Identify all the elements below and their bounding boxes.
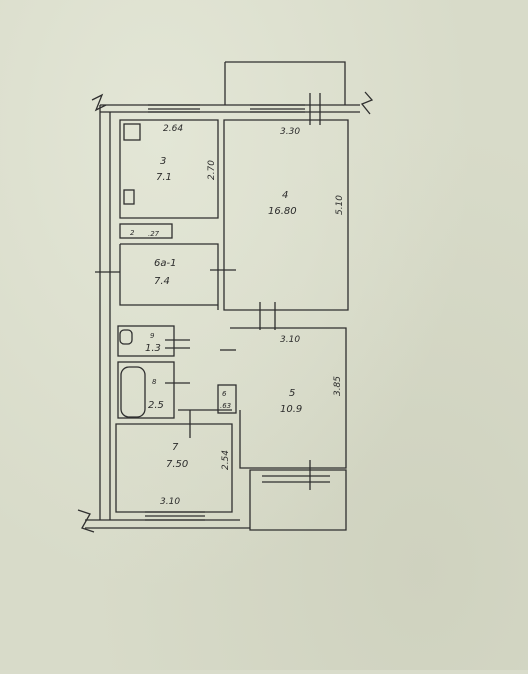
room-9-number: 9 (150, 332, 155, 340)
room-7-walls (115, 423, 233, 513)
break-mark-top-left (91, 93, 107, 112)
room-7-door (178, 409, 232, 438)
closet-6-walls (217, 384, 237, 414)
closet-6-area: .63 (220, 402, 231, 410)
room-5-width: 3.10 (280, 335, 300, 345)
closet-2-number: 2 (130, 229, 135, 237)
room-7-width: 3.10 (160, 497, 180, 507)
closet-6-number: 6 (222, 390, 227, 398)
room-4-door-ticks (210, 269, 276, 330)
break-mark-top-right (360, 91, 374, 115)
stove-symbol (123, 123, 141, 141)
room-6a-number: 6a-1 (154, 258, 176, 269)
room-7-area: 7.50 (166, 459, 188, 470)
window-kitchen (148, 104, 200, 113)
sink-symbol (123, 189, 135, 205)
room-8-number: 8 (152, 378, 157, 386)
room-8-area: 2.5 (148, 400, 164, 411)
toilet-symbol (119, 329, 133, 345)
room-8-walls (117, 361, 175, 419)
room-4-height: 5.10 (335, 195, 345, 215)
window-room-7 (145, 511, 205, 521)
top-balcony (224, 61, 346, 105)
room-4-walls (223, 119, 349, 311)
room-7-height: 2.54 (221, 450, 231, 470)
room-4-number: 4 (282, 190, 288, 201)
room-3-width: 2.64 (163, 124, 183, 134)
room-5-number: 5 (289, 388, 295, 399)
room-5-height: 3.85 (333, 376, 343, 396)
closet-2-walls (119, 223, 173, 239)
room-3-area: 7.1 (156, 172, 172, 183)
bottom-balcony (249, 469, 347, 531)
room-9-door (165, 339, 190, 349)
room-9-walls (117, 325, 175, 357)
window-room-5 (262, 475, 330, 483)
walls (77, 61, 374, 533)
room-3-number: 3 (160, 156, 166, 167)
room-5-area: 10.9 (280, 404, 302, 415)
room-3-walls (119, 119, 219, 219)
window-room-4 (250, 104, 305, 113)
bottom-left-wall (85, 519, 250, 529)
room-7-number: 7 (172, 442, 179, 453)
room-6a-area: 7.4 (154, 276, 170, 287)
bathtub-symbol (120, 366, 146, 418)
room-6a-walls (119, 243, 219, 310)
closet-2-area: .27 (148, 230, 160, 238)
room-5-walls (230, 327, 347, 469)
room-3-height: 2.70 (207, 160, 217, 180)
break-mark-bottom (77, 509, 95, 533)
room-9-area: 1.3 (145, 343, 161, 354)
room-4-width: 3.30 (280, 127, 300, 137)
room-4-area: 16.80 (268, 206, 297, 217)
